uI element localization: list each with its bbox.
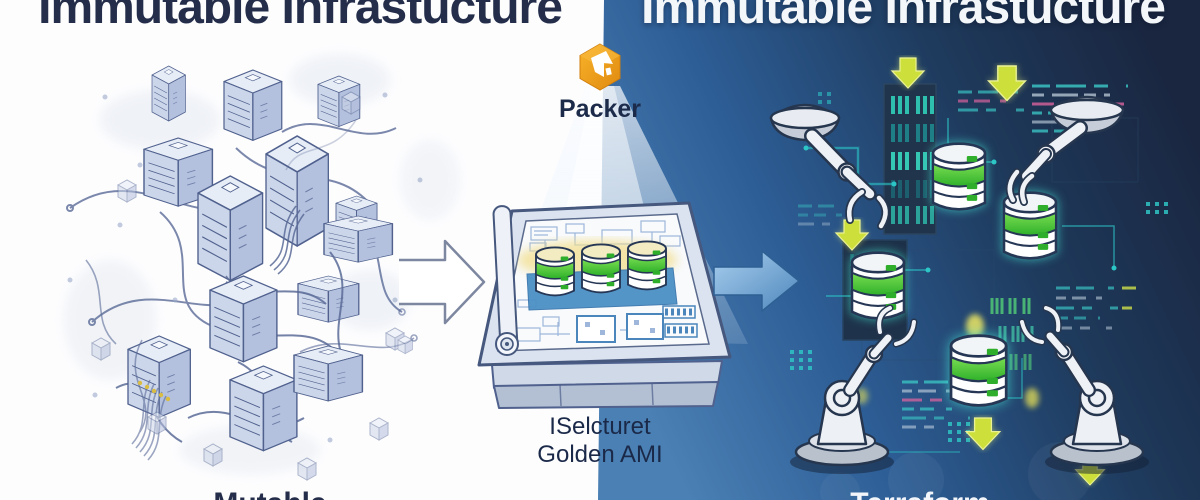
drafting-table	[477, 201, 732, 409]
packer-label: Packer	[558, 95, 642, 123]
robot-arm-icon	[769, 103, 890, 230]
cables-front	[85, 119, 418, 461]
connector-dots	[137, 380, 171, 402]
flow-arrow-outline-icon	[399, 239, 486, 325]
database-icon	[931, 142, 987, 211]
server-tower	[293, 345, 364, 402]
watercolor-splotches	[64, 54, 460, 474]
server-tower	[151, 65, 186, 122]
caption-line-2: Golden AMI	[537, 441, 663, 468]
packer-logo-icon	[579, 43, 621, 91]
blueprint-highlight-boxes	[576, 313, 664, 343]
database-icon	[850, 251, 906, 320]
flow-arrow-filled-icon	[713, 250, 800, 312]
caption-line-1: ISelcturet	[549, 413, 651, 440]
server-tower	[197, 175, 264, 282]
database-icon	[627, 240, 667, 291]
left-panel-title: Immutable Infrastucture	[38, 0, 563, 34]
database-icon	[581, 243, 621, 294]
server-tower	[297, 275, 360, 323]
server-tower	[209, 275, 278, 363]
golden-ami-caption: ISelcturet Golden AMI	[495, 413, 705, 469]
automated-deployment-scene	[769, 57, 1168, 486]
blueprint-hatch	[662, 305, 698, 338]
right-bottom-caption: Terraform	[805, 489, 1035, 500]
robot-arm-icon	[1005, 95, 1125, 206]
scroll-spiral-center	[505, 342, 509, 346]
robot-arm-icon	[790, 304, 918, 474]
server-tower	[223, 69, 283, 142]
robot-arm-icon	[1018, 304, 1149, 474]
teal-dot-grids	[790, 92, 1168, 442]
server-tower	[229, 365, 298, 452]
database-icon	[535, 246, 575, 297]
bar-code-rows	[990, 298, 1034, 370]
server-tower	[265, 135, 330, 247]
scatter-dots	[67, 92, 423, 443]
database-icon	[949, 334, 1008, 407]
left-bottom-caption: Mutable	[160, 489, 380, 500]
blueprint-screen	[515, 220, 698, 343]
right-panel-title: Immutable Infrastucture	[641, 0, 1166, 34]
server-tower	[323, 215, 394, 263]
bokeh-glows	[820, 442, 1092, 500]
